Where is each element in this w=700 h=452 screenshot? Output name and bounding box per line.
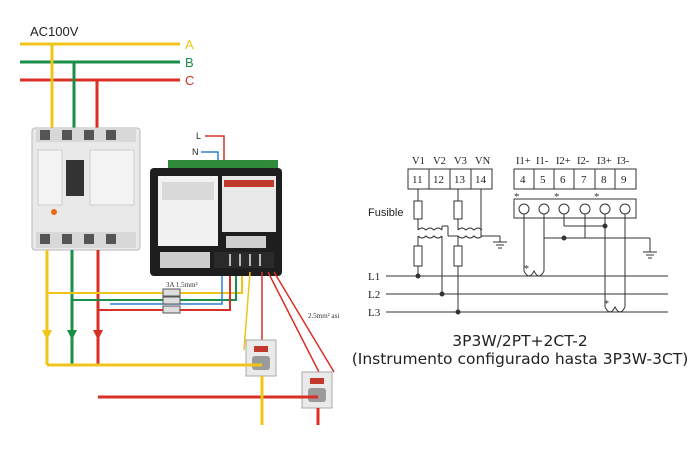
polarity-mark-i1: * [514, 191, 520, 203]
potential-transformer-1 [417, 226, 443, 244]
terminal-label-v3: V3 [454, 156, 467, 167]
ct-terminal-board [513, 198, 637, 219]
phase-a-label: A [185, 37, 194, 52]
potential-transformer-2 [457, 227, 483, 244]
ct1-wire-yellow [243, 271, 251, 351]
terminal-num-4: 4 [520, 174, 526, 186]
phase-b-label: B [185, 55, 194, 70]
terminal-num-8: 8 [601, 174, 607, 186]
terminal-num-12: 12 [433, 174, 444, 186]
ct2-wire-2 [273, 271, 335, 373]
line-label-l2: L2 [368, 289, 380, 301]
meter-input-l-label: L [196, 131, 201, 141]
ct-wire-note: 2.5mm² asi [308, 312, 339, 320]
terminal-label-vn: VN [475, 156, 491, 167]
current-transformer-1 [245, 339, 277, 377]
terminal-label-i1p: I1+ [516, 156, 531, 167]
diagram-title: 3P3W/2PT+2CT-2 [452, 332, 588, 350]
fusible-3 [413, 245, 423, 267]
circuit-breaker [31, 127, 141, 251]
supply-voltage-label: AC100V [30, 24, 79, 39]
terminal-label-i1m: I1- [536, 156, 549, 167]
terminal-num-6: 6 [560, 174, 566, 186]
voltage-terminal-block [407, 168, 493, 190]
polarity-mark-i2: * [554, 191, 560, 203]
schematic-labels: V1 V2 V3 VN 11 12 13 14 I1+ I1- I2+ I2- … [368, 156, 630, 319]
polarity-mark-l3: * [604, 299, 609, 310]
terminal-label-v1: V1 [412, 156, 425, 167]
fuse-block [162, 288, 181, 314]
load-a-arrow [42, 330, 52, 340]
voltage-wire-a [47, 272, 243, 294]
terminal-num-5: 5 [540, 174, 546, 186]
voltage-wire-c [98, 272, 231, 311]
fusible-4 [453, 245, 463, 267]
load-b-arrow [67, 330, 77, 340]
voltage-wire-b [72, 272, 237, 301]
ct-coil-l3 [604, 305, 626, 313]
terminal-num-11: 11 [412, 174, 423, 186]
fusible-2 [453, 200, 463, 220]
meter-input-l-wire [205, 135, 225, 165]
terminal-num-14: 14 [475, 174, 487, 186]
fuse-note: 3A 1.5mm² [166, 281, 198, 289]
wiring-schematic: * * * [386, 168, 668, 315]
terminal-label-i2p: I2+ [556, 156, 571, 167]
fusible-1 [413, 200, 423, 220]
ct-coil-l1 [523, 269, 545, 277]
meter-input-n-label: N [192, 147, 199, 157]
polarity-mark-l1: * [524, 264, 529, 275]
ct2-wire-1 [267, 271, 323, 379]
power-meter [150, 160, 282, 276]
current-transformer-2 [301, 371, 333, 409]
fusible-label: Fusible [368, 207, 403, 219]
terminal-num-13: 13 [454, 174, 466, 186]
line-label-l1: L1 [368, 271, 380, 283]
terminal-num-9: 9 [621, 174, 627, 186]
phase-c-label: C [185, 73, 194, 88]
current-terminal-block [513, 168, 637, 190]
installation-photo: AC100V A B C [20, 24, 339, 425]
polarity-mark-i3: * [594, 191, 600, 203]
terminal-label-i3m: I3- [617, 156, 630, 167]
load-c-arrow [93, 330, 103, 340]
terminal-num-7: 7 [581, 174, 587, 186]
diagram-subtitle: (Instrumento configurado hasta 3P3W-3CT) [351, 350, 689, 368]
line-label-l3: L3 [368, 307, 381, 319]
voltage-wire-n [110, 272, 223, 305]
terminal-label-i2m: I2- [577, 156, 590, 167]
terminal-label-i3p: I3+ [597, 156, 612, 167]
terminal-label-v2: V2 [433, 156, 446, 167]
